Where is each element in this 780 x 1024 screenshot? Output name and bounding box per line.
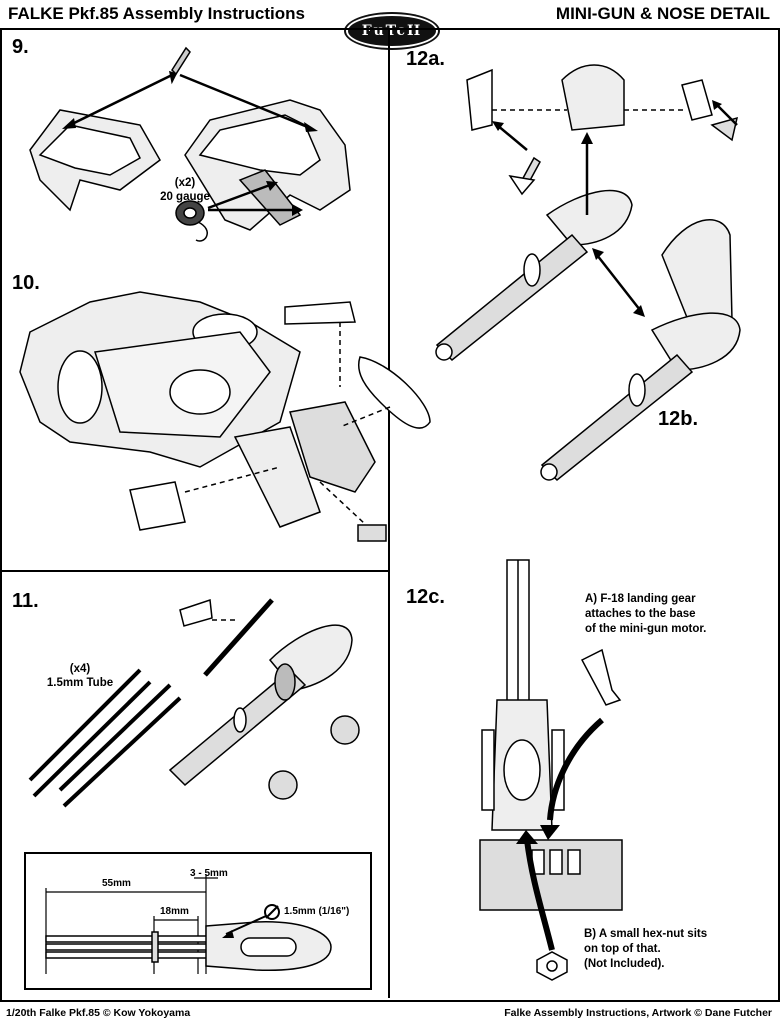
note-b-line1: B) A small hex-nut sits xyxy=(584,928,708,940)
vertical-divider xyxy=(388,28,390,998)
tube-size: 1.5mm Tube xyxy=(46,677,114,689)
panel-frame xyxy=(0,28,780,1002)
note-a-line2: attaches to the base xyxy=(585,608,696,620)
note-b-line2: on top of that. xyxy=(584,943,661,955)
footer-right: Falke Assembly Instructions, Artwork © D… xyxy=(504,1007,772,1019)
dimension-drawing xyxy=(45,874,332,974)
dim-55mm: 55mm xyxy=(102,878,131,889)
note-a-line3: of the mini-gun motor. xyxy=(585,623,707,635)
document-title: FALKE Pkf.85 Assembly Instructions xyxy=(8,4,305,23)
dim-18mm: 18mm xyxy=(160,906,189,917)
note-b-line3: (Not Included). xyxy=(584,958,665,970)
step-11-label: 11. xyxy=(12,590,39,612)
footer-left: 1/20th Falke Pkf.85 © Kow Yokoyama xyxy=(6,1007,191,1019)
step-9-illustration xyxy=(29,46,351,242)
step-10-label: 10. xyxy=(12,272,40,294)
futch-logo: FuTcH xyxy=(346,14,438,48)
dim-3-5mm: 3 - 5mm xyxy=(190,868,228,879)
step-9-label: 9. xyxy=(12,36,29,58)
step-11-illustration xyxy=(28,598,360,808)
step-12c-label: 12c. xyxy=(406,586,445,608)
section-title: MINI-GUN & NOSE DETAIL xyxy=(555,4,770,23)
tube-qty: (x4) xyxy=(69,663,91,675)
dim-hole: 1.5mm (1/16") xyxy=(284,906,350,917)
horizontal-divider xyxy=(0,570,390,572)
step-12a-label: 12a. xyxy=(406,48,445,70)
title-bar: FALKE Pkf.85 Assembly Instructions MINI-… xyxy=(0,0,780,28)
wire-qty: (x2) xyxy=(174,177,196,189)
step-12b-label: 12b. xyxy=(658,408,699,430)
step-12ab-illustration xyxy=(435,64,741,482)
step-12c-illustration xyxy=(479,559,623,981)
dimension-inset: 55mm 3 - 5mm 18mm 1.5mm (1/16") xyxy=(24,852,372,990)
step-10-illustration xyxy=(19,291,431,542)
wire-gauge: 20 gauge xyxy=(160,191,210,203)
note-a-line1: A) F-18 landing gear xyxy=(585,593,696,605)
